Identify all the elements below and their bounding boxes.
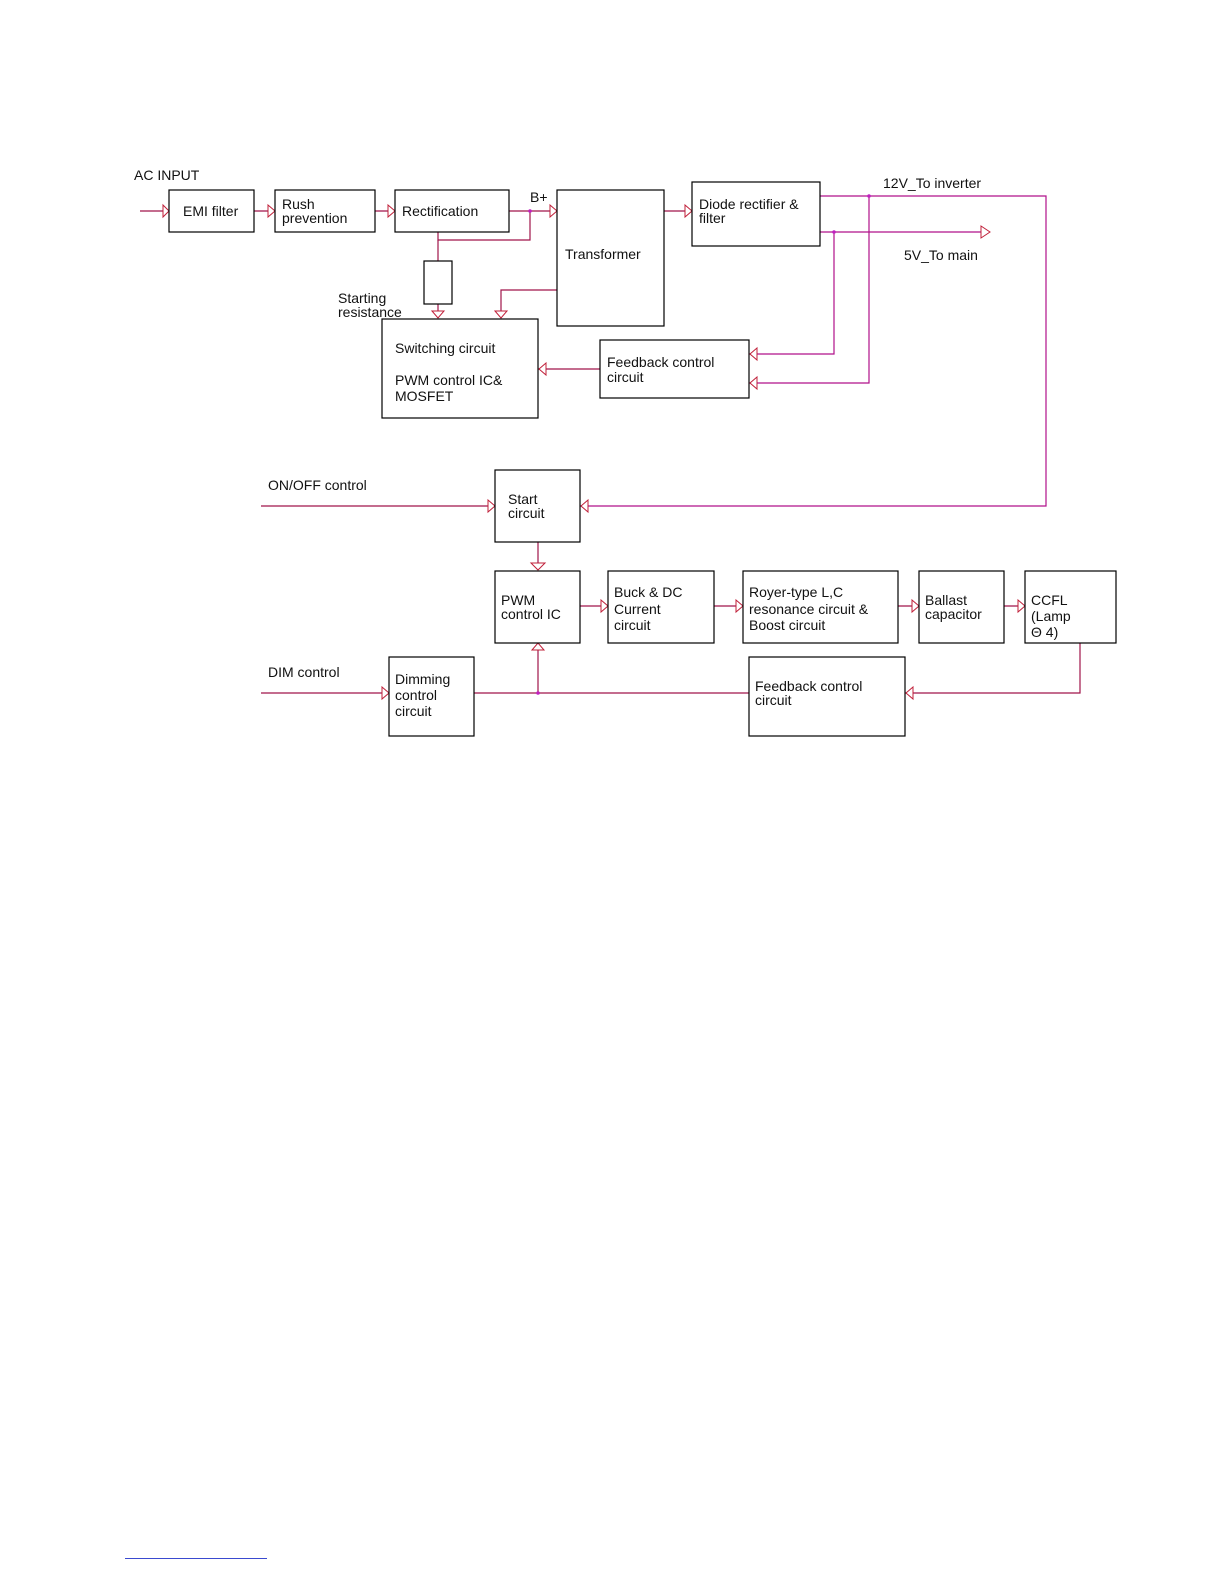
svg-text:Transformer: Transformer bbox=[565, 246, 641, 262]
svg-text:circuit: circuit bbox=[395, 703, 432, 719]
svg-text:Feedback control: Feedback control bbox=[607, 354, 714, 370]
svg-text:Royer-type L,C: Royer-type L,C bbox=[749, 584, 843, 600]
svg-text:circuit: circuit bbox=[614, 617, 651, 633]
svg-text:Current: Current bbox=[614, 601, 661, 617]
svg-text:Diode rectifier &: Diode rectifier & bbox=[699, 196, 799, 212]
svg-text:circuit: circuit bbox=[755, 692, 792, 708]
svg-text:control IC: control IC bbox=[501, 606, 561, 622]
ccfl-lamp-block: CCFL (Lamp Θ 4) bbox=[1024, 570, 1117, 644]
emi-filter-block: EMI filter bbox=[168, 189, 255, 233]
svg-text:(Lamp: (Lamp bbox=[1031, 608, 1071, 624]
5v-main-label: 5V_To main bbox=[904, 247, 978, 263]
svg-text:circuit: circuit bbox=[508, 505, 545, 521]
svg-text:prevention: prevention bbox=[282, 210, 347, 226]
svg-text:CCFL: CCFL bbox=[1031, 592, 1068, 608]
feedback-control-bottom-block: Feedback control circuit bbox=[748, 656, 906, 737]
svg-text:circuit: circuit bbox=[607, 369, 644, 385]
pwm-control-ic-block: PWM control IC bbox=[494, 570, 581, 644]
royer-resonance-block: Royer-type L,C resonance circuit & Boost… bbox=[742, 570, 899, 644]
dim-control-label: DIM control bbox=[268, 664, 340, 680]
svg-text:PWM: PWM bbox=[501, 592, 535, 608]
svg-text:Switching circuit: Switching circuit bbox=[395, 340, 495, 356]
svg-text:Θ 4): Θ 4) bbox=[1031, 624, 1058, 640]
12v-inverter-label: 12V_To inverter bbox=[883, 175, 981, 191]
svg-text:Dimming: Dimming bbox=[395, 671, 450, 687]
svg-text:capacitor: capacitor bbox=[925, 606, 982, 622]
svg-text:PWM control IC&: PWM control IC& bbox=[395, 372, 503, 388]
ballast-capacitor-block: Ballast capacitor bbox=[918, 570, 1005, 644]
ac-input-label: AC INPUT bbox=[134, 167, 200, 183]
svg-text:filter: filter bbox=[699, 210, 726, 226]
buck-dc-current-block: Buck & DC Current circuit bbox=[607, 570, 715, 644]
svg-text:EMI filter: EMI filter bbox=[183, 203, 239, 219]
b-plus-label: B+ bbox=[530, 189, 548, 205]
svg-text:MOSFET: MOSFET bbox=[395, 388, 454, 404]
starting-resistance-label-2: resistance bbox=[338, 304, 402, 320]
feedback-control-top-block: Feedback control circuit bbox=[599, 339, 750, 399]
svg-text:control: control bbox=[395, 687, 437, 703]
transformer-block: Transformer bbox=[556, 189, 665, 327]
diode-rectifier-block: Diode rectifier & filter bbox=[691, 181, 821, 247]
start-circuit-block: Start circuit bbox=[494, 469, 581, 543]
svg-text:Start: Start bbox=[508, 491, 538, 507]
svg-text:Rush: Rush bbox=[282, 196, 315, 212]
arrowheads bbox=[162, 203, 1026, 701]
footnote-separator-line bbox=[125, 1558, 267, 1559]
rush-prevention-block: Rush prevention bbox=[274, 189, 376, 233]
starting-resistance-label-1: Starting bbox=[338, 290, 386, 306]
rectification-block: Rectification bbox=[394, 189, 510, 233]
svg-text:Boost circuit: Boost circuit bbox=[749, 617, 825, 633]
wires-bottom bbox=[261, 505, 1081, 694]
free-labels: AC INPUT B+ 12V_To inverter 5V_To main S… bbox=[134, 167, 981, 680]
switching-circuit-block: Switching circuit PWM control IC& MOSFET bbox=[381, 318, 539, 419]
dimming-control-block: Dimming control circuit bbox=[388, 656, 475, 737]
svg-text:resonance circuit &: resonance circuit & bbox=[749, 601, 869, 617]
svg-text:Rectification: Rectification bbox=[402, 203, 478, 219]
starting-resistor bbox=[423, 260, 453, 305]
svg-text:Buck & DC: Buck & DC bbox=[614, 584, 682, 600]
onoff-control-label: ON/OFF control bbox=[268, 477, 367, 493]
junction-dots bbox=[528, 194, 871, 695]
svg-text:Feedback control: Feedback control bbox=[755, 678, 862, 694]
wires-top bbox=[140, 195, 1047, 507]
svg-text:Ballast: Ballast bbox=[925, 592, 967, 608]
